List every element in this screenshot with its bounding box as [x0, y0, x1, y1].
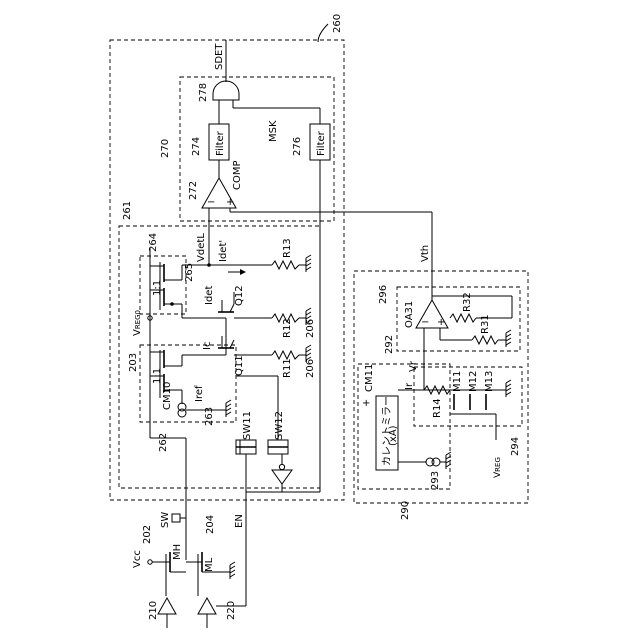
m13-label: M13 — [484, 371, 495, 392]
comp-plus: + — [226, 197, 234, 208]
inverter-bubble — [279, 464, 284, 469]
block-260-outline — [110, 40, 344, 500]
vdetl-node — [207, 263, 211, 267]
idet-prime-label: Idet' — [218, 240, 229, 262]
driver-220 — [198, 598, 216, 614]
ref-203: 203 — [128, 353, 139, 372]
ir-label: Ir — [404, 382, 415, 390]
inverter-en — [272, 470, 292, 484]
resistor-r32 — [450, 314, 476, 322]
ref-210: 210 — [148, 601, 159, 620]
sdet-label: SDET — [214, 43, 225, 70]
ref-261: 261 — [122, 201, 133, 220]
ref-265: 265 — [184, 263, 195, 282]
q11-label: Q11 — [234, 355, 245, 376]
r12-label: R12 — [282, 318, 293, 338]
ref-260: 260 — [332, 14, 343, 33]
block-264-outline — [140, 256, 186, 314]
vreg-label: VREG — [493, 457, 503, 478]
m12-label: M12 — [468, 371, 479, 392]
q11-emitter — [230, 340, 234, 348]
ref-290: 290 — [400, 501, 411, 520]
ground-r13 — [306, 255, 311, 272]
filter-276-label: Filter — [316, 130, 327, 156]
ref-296: 296 — [378, 285, 389, 304]
sw-label: SW — [160, 512, 171, 528]
msk-label: MSK — [268, 120, 279, 142]
resistor-r13 — [272, 261, 299, 269]
vr-label: Vr — [408, 360, 419, 372]
idet-prime-arrowhead — [240, 269, 246, 275]
en-label: EN — [234, 514, 245, 528]
oa31-label: OA31 — [404, 301, 415, 328]
vreg0-label: VREG0 — [132, 310, 143, 336]
cm11-label: CM11 — [364, 364, 375, 392]
driver-210 — [158, 598, 176, 614]
comp-minus: − — [207, 197, 215, 208]
oa31-minus: − — [421, 317, 429, 328]
r14-label: R14 — [432, 398, 443, 418]
ground-294 — [506, 380, 511, 397]
ref-206a: 206 — [305, 319, 316, 338]
vcc-terminal — [148, 560, 152, 564]
ref-202: 202 — [142, 525, 153, 544]
ml-label: ML — [204, 557, 215, 572]
ref-272: 272 — [188, 181, 199, 200]
ground-r31 — [506, 330, 511, 347]
sw11-label: SW11 — [242, 411, 253, 440]
ref-292: 292 — [384, 335, 395, 354]
r32-label: R32 — [462, 292, 473, 312]
iref-label: Iref — [194, 385, 205, 402]
cm11-source-b — [432, 458, 440, 466]
ref-206b: 206 — [305, 359, 316, 378]
sw-terminal — [172, 514, 180, 522]
iref-source-b — [178, 409, 186, 417]
current-mirror-ratio: (xA) — [388, 425, 399, 446]
r11-label: R11 — [282, 358, 293, 378]
ratio-cm10: 1:1 — [152, 368, 163, 384]
idet-label: Idet — [204, 286, 215, 305]
comp-label: COMP — [232, 160, 243, 190]
ground-263 — [226, 400, 231, 417]
ref-204: 204 — [205, 515, 216, 534]
ref-278: 278 — [198, 83, 209, 102]
ref-293: 293 — [430, 471, 441, 490]
ref-262: 262 — [158, 433, 169, 452]
ref-276: 276 — [292, 137, 303, 156]
vth-label: Vth — [420, 245, 431, 262]
filter-274-label: Filter — [215, 130, 226, 156]
r13-label: R13 — [282, 238, 293, 258]
ref-294: 294 — [510, 437, 521, 456]
vdetl-label: VdetL — [196, 233, 207, 262]
r31-label: R31 — [480, 314, 491, 334]
ref-264: 264 — [148, 233, 159, 252]
m264-tie-dot — [170, 302, 174, 306]
ground-ml — [230, 562, 235, 579]
mh-label: MH — [172, 544, 183, 560]
cm10-label: CM10 — [162, 382, 173, 410]
oa31-plus: + — [437, 317, 445, 328]
q12-label: Q12 — [234, 285, 245, 306]
vcc-label: Vcc — [132, 550, 143, 568]
ref-220: 220 — [226, 601, 237, 620]
resistor-r31 — [472, 336, 498, 344]
resistor-r11 — [272, 351, 299, 359]
and-gate-278 — [213, 81, 239, 100]
ref-270: 270 — [160, 139, 171, 158]
ref-260-leader — [318, 24, 328, 42]
ic-label: Ic — [202, 342, 213, 350]
m11-label: M11 — [452, 371, 463, 392]
cm11-plus: + — [362, 398, 370, 409]
sw12-label: SW12 — [274, 411, 285, 440]
ref-274: 274 — [191, 137, 202, 156]
ratio-264: 1:1 — [152, 280, 163, 296]
